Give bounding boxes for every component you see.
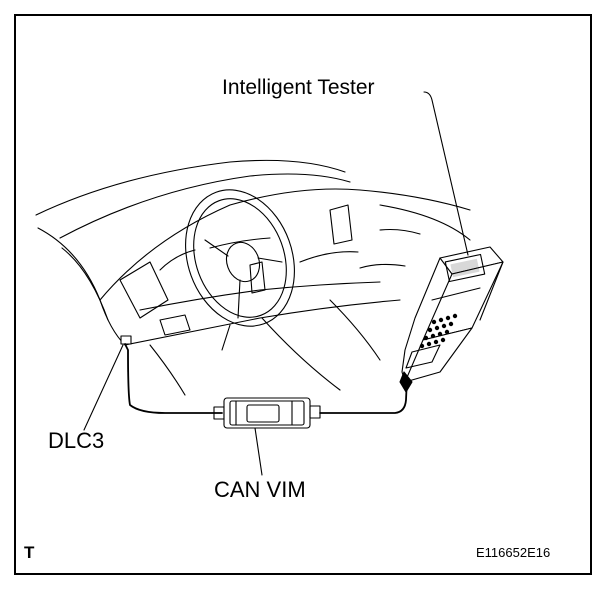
can-vim-leader-line — [254, 427, 263, 476]
dlc3-leader-line — [83, 344, 124, 431]
corner-mark: T — [24, 543, 35, 562]
cable-dlc3-to-vim — [124, 343, 223, 414]
steering-wheel — [185, 189, 295, 351]
tester-keypad — [419, 313, 458, 349]
can-vim-box — [213, 397, 321, 429]
dlc3-port — [120, 335, 132, 345]
can-vim-label: CAN VIM — [214, 477, 306, 502]
dlc3-label: DLC3 — [48, 428, 105, 453]
tester-leader-line — [423, 91, 469, 256]
figure-frame — [14, 14, 592, 575]
intelligent-tester — [399, 246, 504, 393]
cable-vim-to-tester — [319, 377, 408, 414]
figure-code: E116652E16 — [476, 545, 551, 560]
tester-label: Intelligent Tester — [222, 76, 375, 99]
